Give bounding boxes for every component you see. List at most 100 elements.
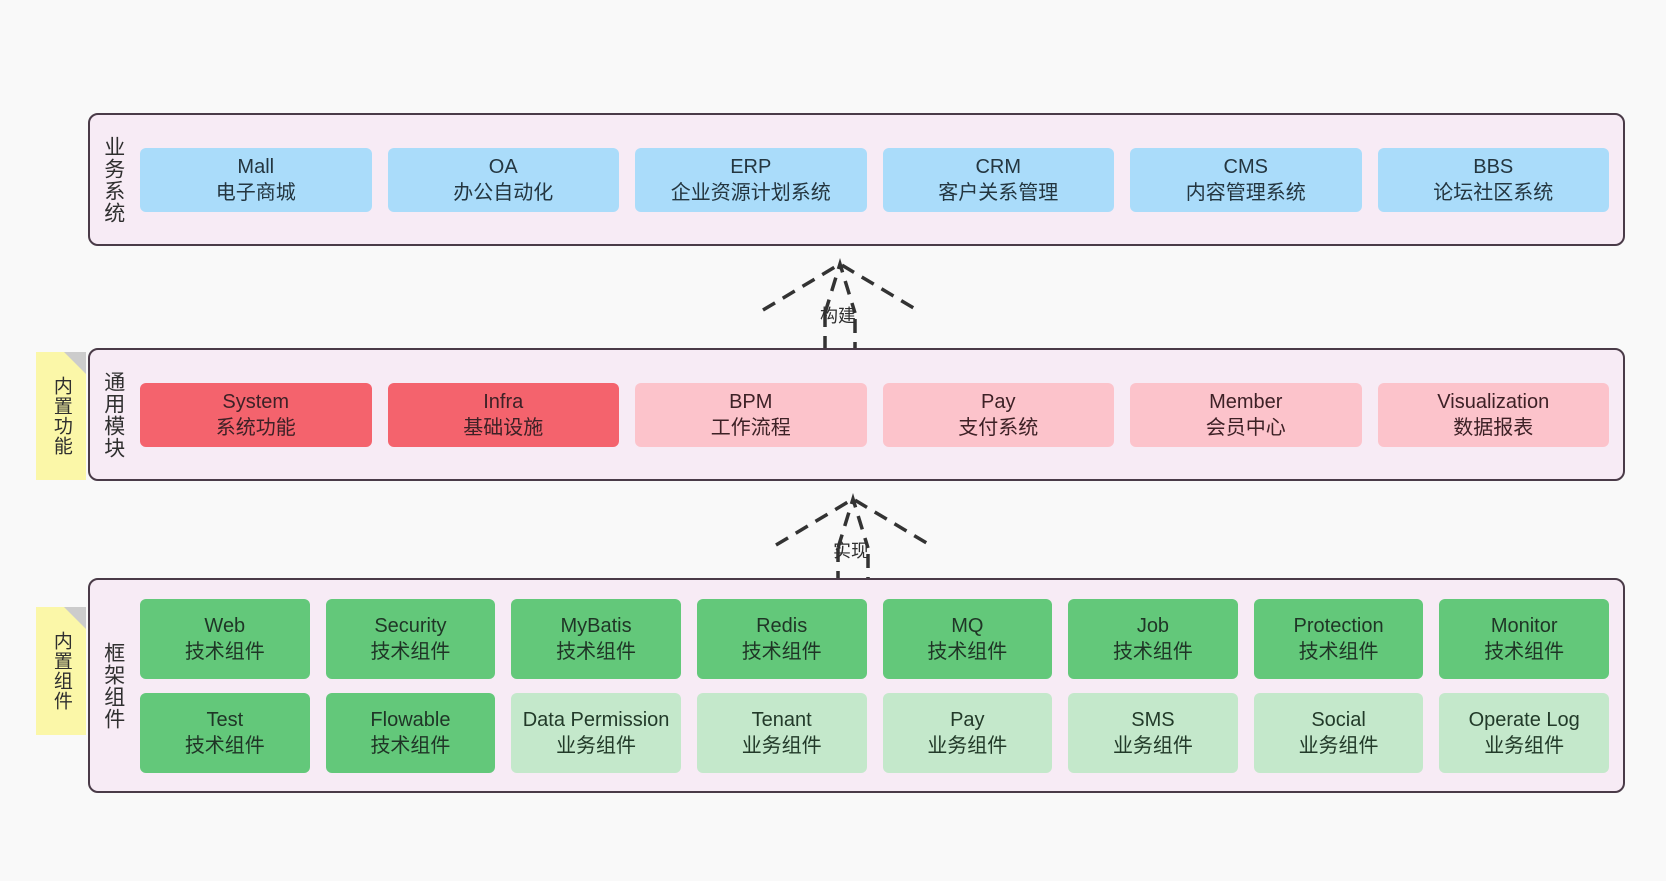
card-title-en: Protection [1293, 614, 1384, 637]
card-mybatis[interactable]: MyBatis 技术组件 [511, 598, 681, 679]
card-title-cn: 业务组件 [556, 734, 637, 757]
card-title-cn: 工作流程 [710, 416, 791, 439]
layer-common-modules: 通用模块 System 系统功能 Infra 基础设施 BPM 工作流程 Pay… [88, 348, 1625, 481]
card-title-cn: 业务组件 [927, 734, 1008, 757]
card-title-en: Social [1311, 708, 1366, 731]
card-title-cn: 技术组件 [556, 640, 637, 663]
card-pay-module[interactable]: Pay 支付系统 [882, 382, 1114, 447]
card-title-en: Monitor [1490, 614, 1558, 637]
card-bpm[interactable]: BPM 工作流程 [635, 382, 867, 447]
card-title-en: MyBatis [560, 614, 632, 637]
card-title-en: MQ [951, 614, 984, 637]
card-mall[interactable]: Mall 电子商城 [140, 147, 372, 212]
card-title-cn: 技术组件 [370, 640, 451, 663]
sticky-note-builtin-features: 内置功能 [36, 352, 86, 480]
card-title-cn: 技术组件 [184, 734, 265, 757]
sticky-note-builtin-components: 内置组件 [36, 607, 86, 735]
card-title-en: Flowable [370, 708, 451, 731]
card-row: Test 技术组件 Flowable 技术组件 Data Permission … [140, 692, 1609, 773]
cards-area-common-modules: System 系统功能 Infra 基础设施 BPM 工作流程 Pay 支付系统… [136, 350, 1623, 479]
card-monitor[interactable]: Monitor 技术组件 [1439, 598, 1609, 679]
card-title-cn: 办公自动化 [453, 181, 554, 204]
card-cms[interactable]: CMS 内容管理系统 [1130, 147, 1362, 212]
layer-framework-components: 框架组件 Web 技术组件 Security 技术组件 MyBatis 技术组件… [88, 578, 1625, 793]
layer-business-systems: 业务系统 Mall 电子商城 OA 办公自动化 ERP 企业资源计划系统 CRM… [88, 113, 1625, 246]
card-title-cn: 技术组件 [1112, 640, 1193, 663]
card-title-en: Mall [237, 155, 275, 178]
card-title-en: System [222, 390, 290, 413]
sticky-fold-icon [64, 352, 86, 374]
card-flowable[interactable]: Flowable 技术组件 [325, 692, 496, 773]
card-oa[interactable]: OA 办公自动化 [387, 147, 619, 212]
card-row: Mall 电子商城 OA 办公自动化 ERP 企业资源计划系统 CRM 客户关系… [140, 147, 1609, 212]
card-sms[interactable]: SMS 业务组件 [1068, 692, 1238, 773]
layer-title-framework-components: 框架组件 [101, 641, 125, 730]
card-title-en: Infra [483, 390, 524, 413]
card-title-cn: 技术组件 [184, 640, 265, 663]
card-operate-log[interactable]: Operate Log 业务组件 [1439, 692, 1609, 773]
card-title-cn: 客户关系管理 [938, 181, 1059, 204]
card-title-en: SMS [1131, 708, 1175, 731]
sticky-note-label: 内置功能 [50, 376, 72, 456]
card-title-en: Job [1136, 614, 1170, 637]
card-title-en: CMS [1223, 155, 1268, 178]
card-title-cn: 业务组件 [1484, 734, 1565, 757]
card-visualization[interactable]: Visualization 数据报表 [1377, 382, 1609, 447]
card-title-en: OA [488, 155, 518, 178]
card-title-en: Pay [950, 708, 985, 731]
card-member[interactable]: Member 会员中心 [1130, 382, 1362, 447]
card-title-cn: 支付系统 [958, 416, 1039, 439]
card-title-en: BBS [1473, 155, 1514, 178]
card-tenant[interactable]: Tenant 业务组件 [696, 692, 867, 773]
card-title-en: Pay [981, 390, 1016, 413]
card-bbs[interactable]: BBS 论坛社区系统 [1377, 147, 1609, 212]
card-redis[interactable]: Redis 技术组件 [696, 598, 867, 679]
card-title-en: Operate Log [1468, 708, 1580, 731]
sticky-fold-icon [64, 607, 86, 629]
card-title-cn: 会员中心 [1205, 416, 1286, 439]
card-erp[interactable]: ERP 企业资源计划系统 [635, 147, 867, 212]
card-title-en: Security [374, 614, 447, 637]
card-title-cn: 企业资源计划系统 [670, 181, 831, 204]
card-pay-component[interactable]: Pay 业务组件 [882, 692, 1053, 773]
connector-label-implement: 实现 [833, 541, 869, 561]
cards-area-business-systems: Mall 电子商城 OA 办公自动化 ERP 企业资源计划系统 CRM 客户关系… [136, 115, 1623, 244]
card-social[interactable]: Social 业务组件 [1253, 692, 1424, 773]
card-title-cn: 业务组件 [1298, 734, 1379, 757]
card-title-en: Visualization [1437, 390, 1550, 413]
connector-label-build: 构建 [820, 306, 856, 326]
card-title-en: Member [1209, 390, 1283, 413]
card-protection[interactable]: Protection 技术组件 [1253, 598, 1424, 679]
card-web[interactable]: Web 技术组件 [140, 598, 310, 679]
card-crm[interactable]: CRM 客户关系管理 [882, 147, 1114, 212]
card-title-cn: 业务组件 [741, 734, 822, 757]
card-title-cn: 技术组件 [370, 734, 451, 757]
card-title-cn: 基础设施 [463, 416, 544, 439]
card-title-en: Test [206, 708, 244, 731]
card-title-en: Tenant [751, 708, 812, 731]
layer-title-common-modules: 通用模块 [101, 370, 125, 459]
layer-title-business-systems: 业务系统 [101, 135, 125, 224]
card-title-cn: 技术组件 [1298, 640, 1379, 663]
card-security[interactable]: Security 技术组件 [325, 598, 496, 679]
card-job[interactable]: Job 技术组件 [1068, 598, 1238, 679]
card-row: System 系统功能 Infra 基础设施 BPM 工作流程 Pay 支付系统… [140, 382, 1609, 447]
card-title-cn: 技术组件 [927, 640, 1008, 663]
card-title-cn: 系统功能 [215, 416, 296, 439]
card-system[interactable]: System 系统功能 [140, 382, 372, 447]
card-mq[interactable]: MQ 技术组件 [882, 598, 1053, 679]
card-data-permission[interactable]: Data Permission 业务组件 [511, 692, 681, 773]
card-infra[interactable]: Infra 基础设施 [387, 382, 619, 447]
card-title-cn: 业务组件 [1112, 734, 1193, 757]
connector-build: 构建 [760, 258, 920, 358]
card-title-cn: 数据报表 [1453, 416, 1534, 439]
card-title-en: CRM [975, 155, 1022, 178]
sticky-note-label: 内置组件 [50, 631, 72, 711]
card-title-en: ERP [730, 155, 772, 178]
card-title-cn: 技术组件 [1484, 640, 1565, 663]
card-title-cn: 论坛社区系统 [1433, 181, 1554, 204]
cards-area-framework-components: Web 技术组件 Security 技术组件 MyBatis 技术组件 Redi… [136, 580, 1623, 791]
card-test[interactable]: Test 技术组件 [140, 692, 310, 773]
card-row: Web 技术组件 Security 技术组件 MyBatis 技术组件 Redi… [140, 598, 1609, 679]
